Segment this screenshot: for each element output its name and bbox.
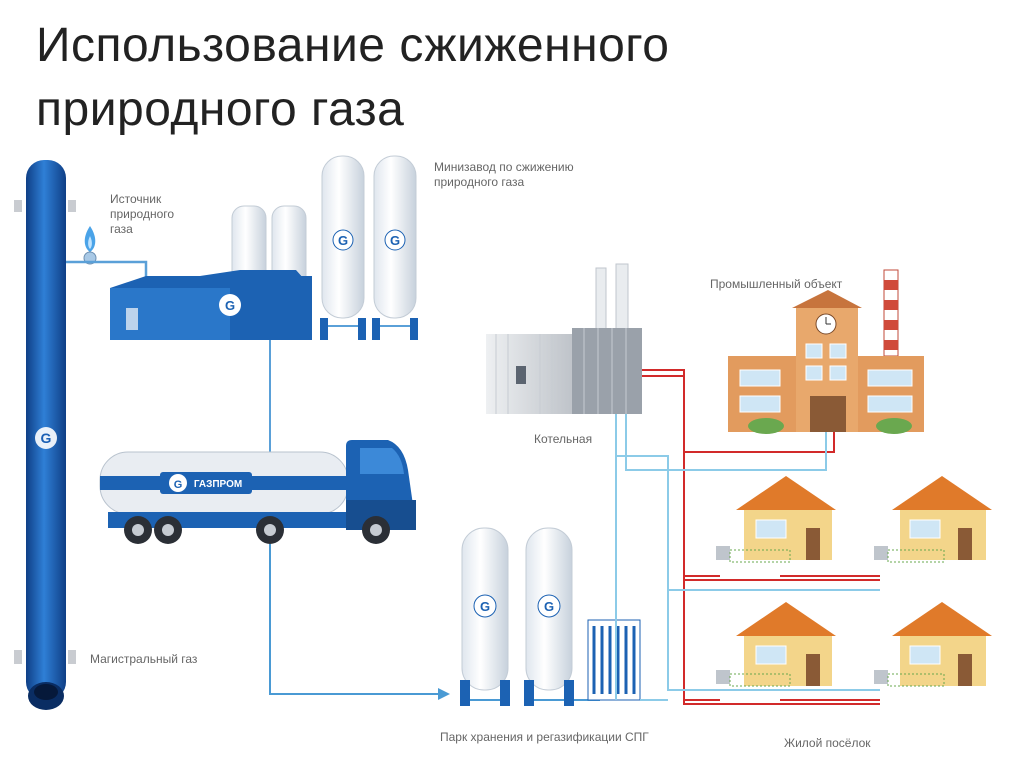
main-pipeline: G: [14, 160, 76, 710]
distribution-lines: [615, 369, 880, 705]
truck-logo: ГАЗПРОМ: [194, 479, 242, 490]
svg-text:G: G: [225, 298, 235, 313]
house-1: [716, 476, 836, 563]
page-title: Использование сжиженного природного газа: [36, 19, 670, 136]
label-boiler: Котельная: [534, 432, 593, 446]
label-miniplant: Минизавод по сжижению природного газа: [434, 160, 574, 189]
svg-text:G: G: [390, 233, 400, 248]
storage-park: G G: [460, 527, 641, 706]
boiler-house: [486, 263, 642, 414]
svg-text:G: G: [544, 599, 554, 614]
industrial-building: [728, 269, 924, 434]
house-2: [874, 476, 992, 563]
svg-text:G: G: [480, 599, 490, 614]
svg-text:G: G: [174, 479, 183, 491]
svg-text:G: G: [338, 233, 348, 248]
label-gas-source: Источник природного газа: [110, 192, 175, 236]
lng-truck: G ГАЗПРОМ: [99, 440, 416, 544]
label-pipeline: Магистральный газ: [90, 652, 198, 666]
liquefaction-plant: G G G: [110, 155, 418, 340]
label-village: Жилой посёлок: [784, 736, 871, 750]
label-industrial: Промышленный объект: [710, 277, 843, 291]
pipeline-g-mark: G: [41, 430, 52, 446]
house-3: [716, 602, 836, 687]
gas-source-icon: [66, 226, 148, 282]
house-4: [874, 602, 992, 687]
label-storage: Парк хранения и регазификации СПГ: [440, 730, 649, 744]
